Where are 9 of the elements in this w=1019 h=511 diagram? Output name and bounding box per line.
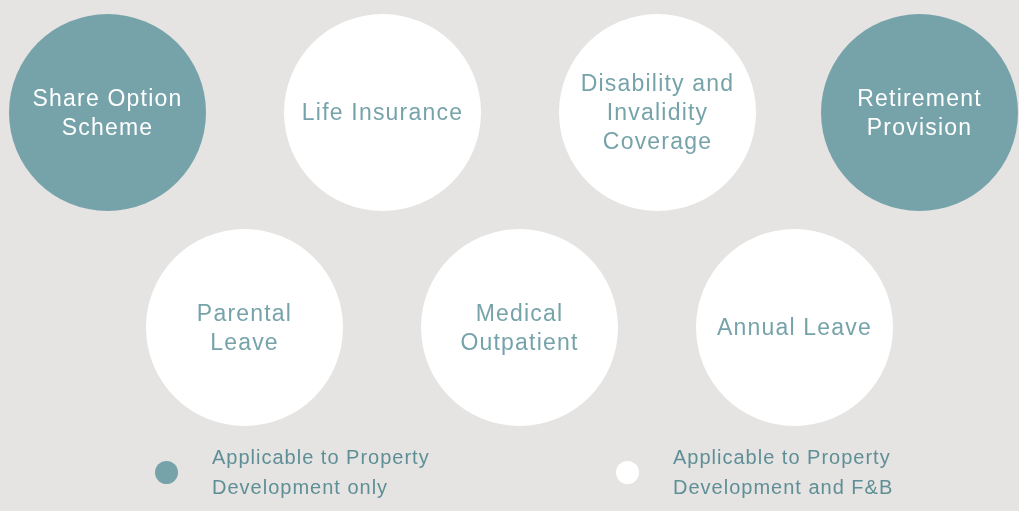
legend-text: Applicable to Property Development only [212, 445, 431, 500]
benefit-label: Annual Leave [716, 313, 873, 342]
benefit-label: Retirement Provision [856, 83, 983, 142]
benefit-label: Life Insurance [301, 98, 464, 127]
benefit-label: Parental Leave [195, 298, 294, 357]
benefit-label: Disability and Invalidity Coverage [579, 69, 736, 156]
benefit-label: Medical Outpatient [459, 298, 580, 357]
benefit-label: Share Option Scheme [31, 83, 184, 142]
legend-text: Applicable to Property Development and F&B [673, 445, 895, 500]
